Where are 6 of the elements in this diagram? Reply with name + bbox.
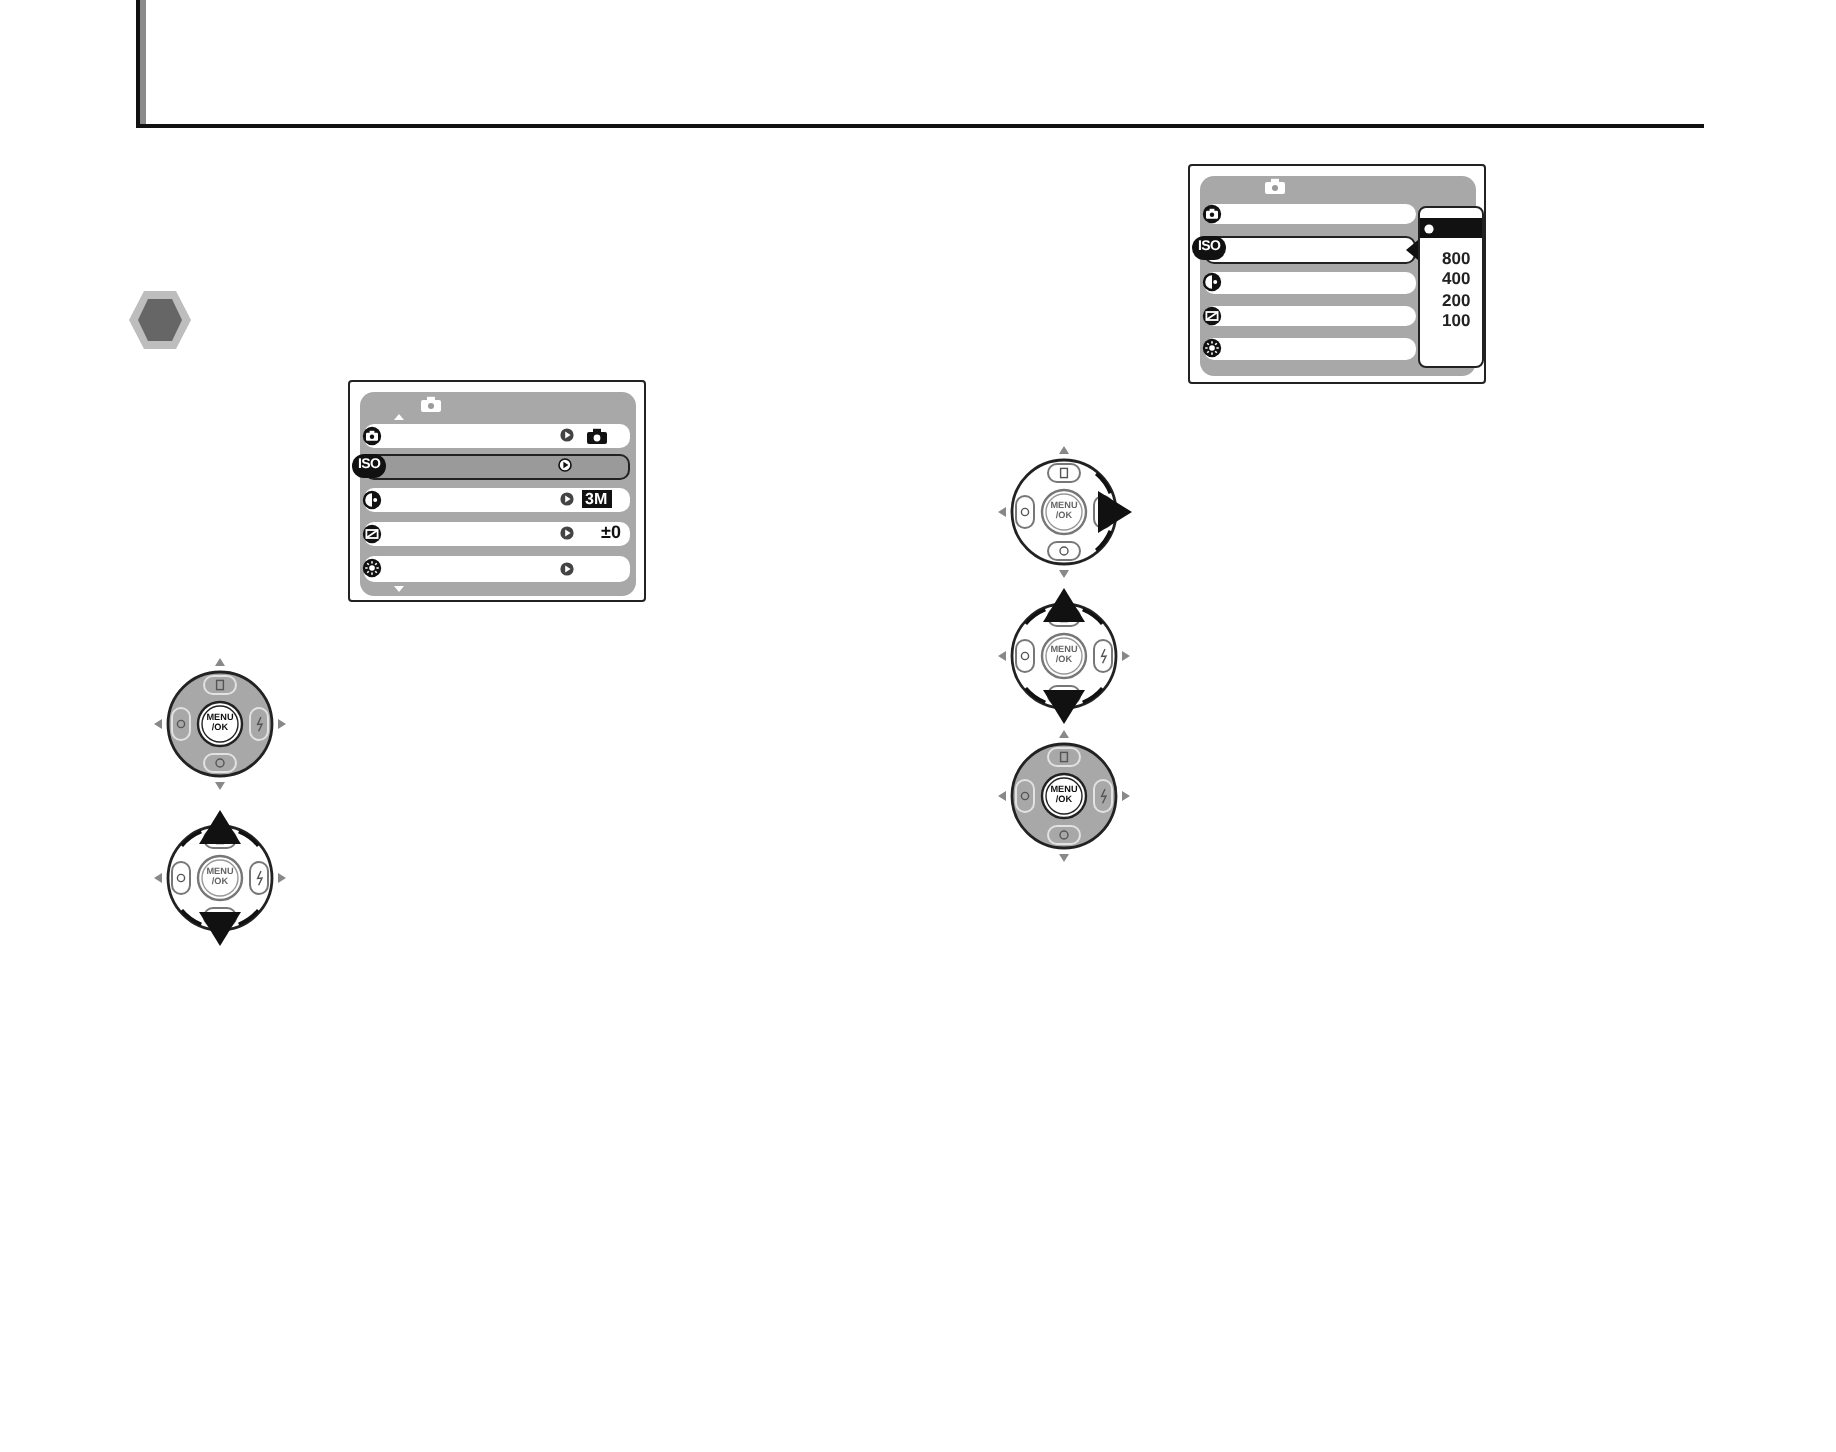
option-text: 200: [1442, 290, 1471, 310]
option-text: 400: [1442, 268, 1471, 288]
option-text: 800: [1442, 248, 1471, 268]
option-text: 100: [1442, 310, 1471, 330]
value-text: ±0: [601, 522, 621, 544]
size-indicator: 3M: [581, 490, 612, 508]
